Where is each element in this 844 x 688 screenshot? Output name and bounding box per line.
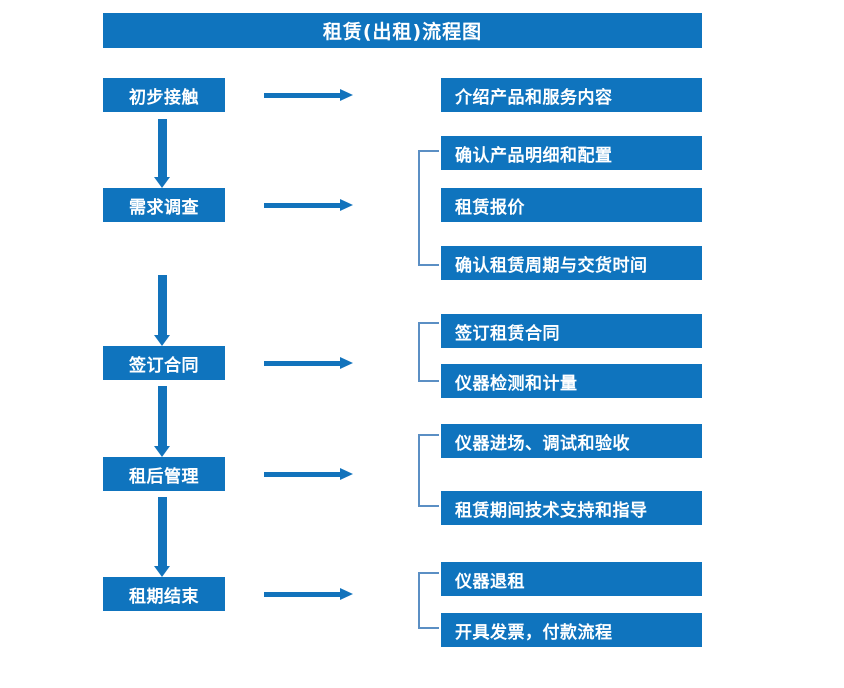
stage-box-5[interactable]: 租期结束 xyxy=(103,577,225,611)
down-arrow-icon-2 xyxy=(154,275,170,346)
detail-box-3[interactable]: 租赁报价 xyxy=(441,188,702,222)
detail-box-1[interactable]: 介绍产品和服务内容 xyxy=(441,78,702,112)
right-arrow-icon-4 xyxy=(264,468,354,480)
down-arrow-icon-4 xyxy=(154,497,170,577)
right-arrow-icon-2 xyxy=(264,199,354,211)
down-arrow-icon-1 xyxy=(154,119,170,188)
detail-box-5[interactable]: 签订租赁合同 xyxy=(441,314,702,348)
detail-box-6[interactable]: 仪器检测和计量 xyxy=(441,364,702,398)
right-arrow-icon-5 xyxy=(264,588,354,600)
stage-box-2[interactable]: 需求调查 xyxy=(103,188,225,222)
down-arrow-icon-3 xyxy=(154,386,170,457)
group-bracket-3 xyxy=(418,322,439,382)
stage-box-3[interactable]: 签订合同 xyxy=(103,346,225,380)
right-arrow-icon-3 xyxy=(264,357,354,369)
detail-box-9[interactable]: 仪器退租 xyxy=(441,562,702,596)
page-title: 租赁(出租)流程图 xyxy=(103,13,702,48)
group-bracket-2 xyxy=(418,150,439,266)
detail-box-10[interactable]: 开具发票，付款流程 xyxy=(441,613,702,647)
stage-box-1[interactable]: 初步接触 xyxy=(103,78,225,112)
stage-box-4[interactable]: 租后管理 xyxy=(103,457,225,491)
detail-box-2[interactable]: 确认产品明细和配置 xyxy=(441,136,702,170)
right-arrow-icon-1 xyxy=(264,89,354,101)
group-bracket-5 xyxy=(418,572,439,629)
detail-box-7[interactable]: 仪器进场、调试和验收 xyxy=(441,424,702,458)
detail-box-4[interactable]: 确认租赁周期与交货时间 xyxy=(441,246,702,280)
detail-box-8[interactable]: 租赁期间技术支持和指导 xyxy=(441,491,702,525)
group-bracket-4 xyxy=(418,434,439,507)
